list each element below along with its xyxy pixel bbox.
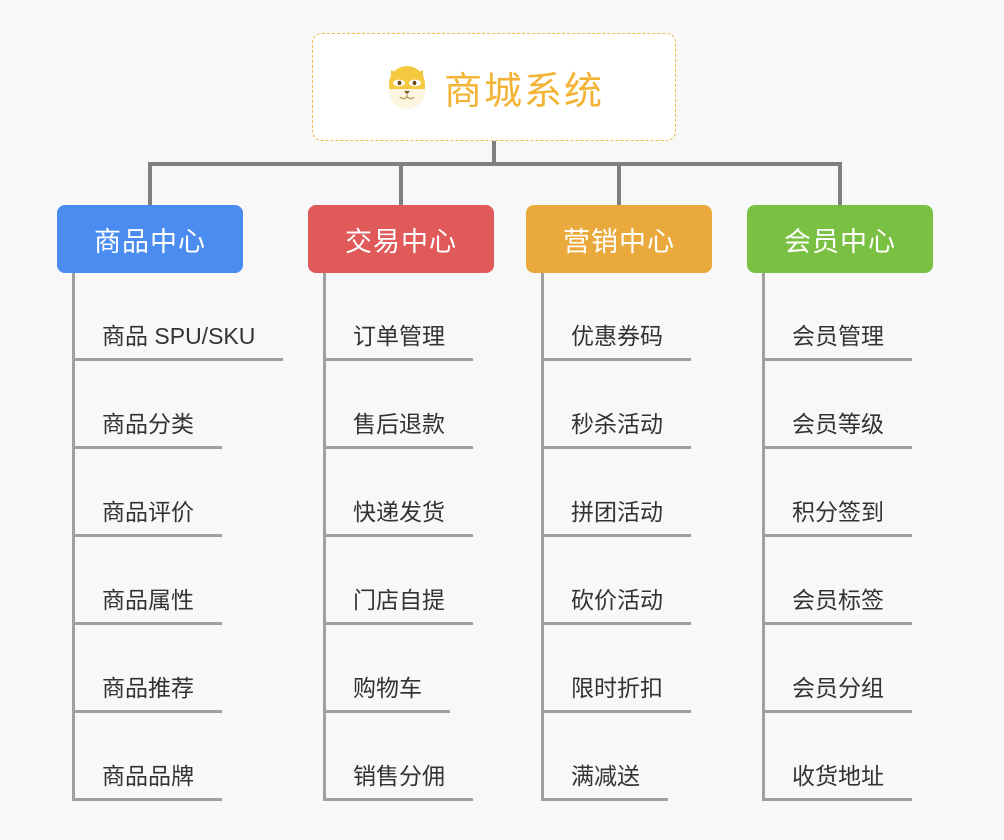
- root-node-label: 商城系统: [443, 70, 604, 113]
- leaf-item-underline: [541, 710, 691, 713]
- leaf-item-label: 售后退款: [353, 411, 445, 437]
- leaf-item[interactable]: 收货地址: [762, 713, 912, 801]
- leaf-item-underline: [72, 358, 283, 361]
- leaf-item-label: 商品分类: [102, 411, 194, 437]
- leaf-item-underline: [72, 710, 222, 713]
- leaf-item[interactable]: 会员标签: [762, 537, 912, 625]
- leaf-item[interactable]: 秒杀活动: [541, 361, 691, 449]
- leaf-item-underline: [323, 358, 473, 361]
- leaf-item-label: 会员等级: [792, 411, 884, 437]
- leaf-item-underline: [72, 798, 222, 801]
- leaf-item-label: 购物车: [353, 675, 422, 701]
- leaf-item[interactable]: 满减送: [541, 713, 668, 801]
- leaf-item-underline: [762, 358, 912, 361]
- leaf-item[interactable]: 快递发货: [323, 449, 473, 537]
- leaf-item-underline: [323, 798, 473, 801]
- leaf-item-underline: [541, 446, 691, 449]
- leaf-item-underline: [72, 446, 222, 449]
- leaf-item-label: 会员管理: [792, 323, 884, 349]
- branch-drop-line-1: [148, 162, 152, 205]
- root-node[interactable]: 商城系统: [312, 33, 676, 141]
- leaf-spine: [541, 273, 544, 801]
- leaf-item-underline: [72, 622, 222, 625]
- leaf-item-label: 门店自提: [353, 587, 445, 613]
- branch-node-label: 营销中心: [563, 226, 675, 257]
- leaf-item-label: 会员分组: [792, 675, 884, 701]
- leaf-item-underline: [323, 446, 473, 449]
- leaf-item-label: 商品品牌: [102, 763, 194, 789]
- leaf-item[interactable]: 销售分佣: [323, 713, 473, 801]
- leaf-item-underline: [762, 446, 912, 449]
- branch-node-label: 商品中心: [94, 226, 206, 257]
- leaf-item-label: 商品评价: [102, 499, 194, 525]
- leaf-item-label: 满减送: [571, 763, 640, 789]
- branch-bus-line: [148, 162, 842, 166]
- leaf-item[interactable]: 会员分组: [762, 625, 912, 713]
- leaf-item[interactable]: 商品 SPU/SKU: [72, 273, 283, 361]
- leaf-item[interactable]: 会员等级: [762, 361, 912, 449]
- leaf-item-underline: [762, 710, 912, 713]
- leaf-item[interactable]: 商品属性: [72, 537, 222, 625]
- branch-node-3[interactable]: 营销中心: [526, 205, 712, 273]
- leaf-item[interactable]: 限时折扣: [541, 625, 691, 713]
- leaf-item-underline: [762, 622, 912, 625]
- leaf-item-underline: [541, 622, 691, 625]
- leaf-item[interactable]: 商品分类: [72, 361, 222, 449]
- leaf-item-underline: [541, 358, 691, 361]
- leaf-item-label: 商品推荐: [102, 675, 194, 701]
- branch-drop-line-4: [838, 162, 842, 205]
- branch-node-label: 会员中心: [784, 226, 896, 257]
- leaf-item[interactable]: 优惠券码: [541, 273, 691, 361]
- leaf-item-underline: [323, 534, 473, 537]
- branch-drop-line-2: [399, 162, 403, 205]
- leaf-item-label: 销售分佣: [353, 763, 445, 789]
- leaf-item-label: 限时折扣: [571, 675, 663, 701]
- leaf-item-label: 拼团活动: [571, 499, 663, 525]
- leaf-item-label: 会员标签: [792, 587, 884, 613]
- leaf-item[interactable]: 会员管理: [762, 273, 912, 361]
- leaf-item[interactable]: 售后退款: [323, 361, 473, 449]
- leaf-item[interactable]: 门店自提: [323, 537, 473, 625]
- leaf-item-underline: [72, 534, 222, 537]
- leaf-item-label: 订单管理: [353, 323, 445, 349]
- leaf-spine: [323, 273, 326, 801]
- leaf-item[interactable]: 购物车: [323, 625, 450, 713]
- leaf-item[interactable]: 砍价活动: [541, 537, 691, 625]
- leaf-item-label: 积分签到: [792, 499, 884, 525]
- leaf-item[interactable]: 商品品牌: [72, 713, 222, 801]
- branch-node-4[interactable]: 会员中心: [747, 205, 933, 273]
- branch-node-2[interactable]: 交易中心: [308, 205, 494, 273]
- leaf-item[interactable]: 积分签到: [762, 449, 912, 537]
- leaf-item[interactable]: 商品推荐: [72, 625, 222, 713]
- leaf-item-underline: [762, 798, 912, 801]
- shiba-dog-face-icon: [384, 64, 430, 110]
- leaf-item[interactable]: 商品评价: [72, 449, 222, 537]
- leaf-item-underline: [323, 622, 473, 625]
- root-stem-line: [492, 141, 496, 166]
- leaf-item-label: 收货地址: [792, 763, 884, 789]
- branch-drop-line-3: [617, 162, 621, 205]
- leaf-item-underline: [762, 534, 912, 537]
- leaf-item-underline: [323, 710, 450, 713]
- leaf-item-label: 商品 SPU/SKU: [102, 323, 256, 349]
- leaf-item-label: 快递发货: [353, 499, 445, 525]
- leaf-spine: [762, 273, 765, 801]
- leaf-item-label: 优惠券码: [571, 323, 663, 349]
- leaf-item[interactable]: 拼团活动: [541, 449, 691, 537]
- leaf-item-label: 砍价活动: [571, 587, 663, 613]
- leaf-item-underline: [541, 534, 691, 537]
- leaf-item-label: 商品属性: [102, 587, 194, 613]
- leaf-item-label: 秒杀活动: [571, 411, 663, 437]
- branch-node-label: 交易中心: [345, 226, 457, 257]
- leaf-spine: [72, 273, 75, 801]
- leaf-item-underline: [541, 798, 668, 801]
- leaf-item[interactable]: 订单管理: [323, 273, 473, 361]
- branch-node-1[interactable]: 商品中心: [57, 205, 243, 273]
